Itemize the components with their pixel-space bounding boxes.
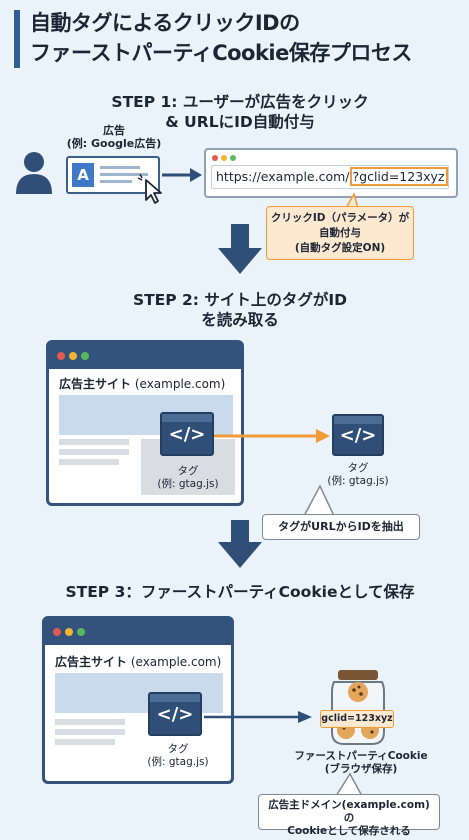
window-maximize-dot [230, 155, 236, 161]
content-line [59, 449, 129, 455]
site-domain: (example.com) [134, 377, 226, 391]
window-minimize-dot [69, 352, 77, 360]
cookie-jar-icon [331, 670, 385, 745]
tag-example: (例: gtag.js) [327, 475, 389, 487]
cookie-label-line-1: ファーストパーティCookie [294, 750, 428, 762]
window-minimize-dot [221, 155, 227, 161]
callout-line-1: クリックID（パラメータ）が [270, 212, 410, 224]
step2-heading: STEP 2: サイト上のタグがID を読み取る [60, 290, 420, 330]
extracting-tag-icon: </> [332, 414, 384, 456]
advertiser-site-window: 広告主サイト (example.com) タグ (例: gtag.js) [46, 340, 244, 506]
window-close-dot [212, 155, 218, 161]
tag-code-symbol: </> [168, 424, 206, 445]
tag-label: タグ [167, 743, 189, 755]
window-maximize-dot [77, 628, 85, 636]
content-line [55, 729, 125, 735]
tag-label: タグ [177, 465, 199, 477]
site-name: 広告主サイト [55, 655, 128, 669]
window-titlebar [45, 619, 231, 645]
remote-tag-caption: タグ (例: gtag.js) [318, 462, 398, 488]
extract-callout: タグがURLからIDを抽出 [262, 514, 420, 540]
url-gclid-param: ?gclid=123xyz [349, 167, 448, 186]
tag-code-icon: </> [160, 412, 214, 456]
step2-heading-line-1: STEP 2: サイト上のタグがID [132, 291, 348, 309]
callout-line-1: 広告主ドメイン(example.com)の [268, 799, 430, 824]
tag-box-header [334, 416, 382, 424]
site-title: 広告主サイト (example.com) [59, 375, 225, 392]
callout-line-2: 自動付与 [319, 227, 361, 239]
arrow-down-icon [218, 224, 262, 274]
tag-example: (例: gtag.js) [157, 478, 219, 490]
step1-heading: STEP 1: ユーザーが広告をクリック & URLにID自動付与 [60, 92, 420, 132]
site-title: 広告主サイト (example.com) [55, 653, 221, 670]
ad-label-line-2: (例: Google広告) [66, 137, 162, 150]
callout-line-3: (自動タグ設定ON) [294, 242, 386, 254]
site-name: 広告主サイト [59, 377, 132, 391]
ad-text-line [100, 166, 140, 169]
tag-box-header [150, 694, 200, 702]
content-line [59, 439, 129, 445]
tag-label: タグ [347, 462, 369, 474]
arrow-right-icon [204, 711, 312, 723]
site-domain: (example.com) [130, 655, 222, 669]
user-icon [16, 152, 52, 194]
cookie-caption: ファーストパーティCookie (ブラウザ保存) [286, 750, 436, 776]
url-bar[interactable]: https://example.com/?gclid=123xyz [211, 165, 449, 189]
cookie-value-label: gclid=123xyz [320, 710, 394, 728]
window-titlebar [49, 343, 241, 369]
tag-example: (例: gtag.js) [147, 756, 209, 768]
step2-heading-line-2: を読み取る [201, 311, 279, 329]
step1-heading-line-2: & URLにID自動付与 [165, 113, 315, 131]
tag-code-symbol: </> [339, 425, 377, 446]
step3-heading: STEP 3：ファーストパーティCookieとして保存 [65, 583, 415, 601]
ad-text-line [100, 180, 132, 183]
tag-caption: タグ (例: gtag.js) [133, 743, 223, 769]
ad-label-line-1: 広告 [103, 124, 125, 137]
ad-letter-icon: A [72, 163, 94, 187]
tag-box-header [162, 414, 212, 422]
step1-heading-line-1: STEP 1: ユーザーが広告をクリック [111, 93, 369, 111]
ad-card[interactable]: A [66, 156, 160, 194]
content-line [55, 739, 115, 745]
url-base: https://example.com/ [216, 169, 350, 184]
title-accent-bar [14, 10, 20, 68]
content-line [55, 719, 125, 725]
tag-caption: タグ (例: gtag.js) [141, 465, 235, 491]
window-close-dot [57, 352, 65, 360]
callout-line-2: Cookieとして保存される [287, 825, 411, 837]
window-maximize-dot [81, 352, 89, 360]
ad-text-line [100, 173, 148, 176]
arrow-down-icon [218, 520, 262, 568]
orange-arrow-icon [214, 429, 330, 443]
window-close-dot [53, 628, 61, 636]
advertiser-site-window: 広告主サイト (example.com) タグ (例: gtag.js) [42, 616, 234, 784]
tag-code-symbol: </> [156, 704, 194, 725]
page-title: 自動タグによるクリックIDの ファーストパーティCookie保存プロセス [30, 8, 412, 68]
ad-label: 広告 (例: Google広告) [60, 124, 168, 150]
cookie-label-line-2: (ブラウザ保存) [324, 763, 398, 775]
arrow-right-icon [162, 168, 202, 182]
gclid-callout: クリックID（パラメータ）が 自動付与 (自動タグ設定ON) [266, 206, 414, 260]
title-line-1: 自動タグによるクリックIDの [30, 11, 300, 35]
window-minimize-dot [65, 628, 73, 636]
browser-window: https://example.com/?gclid=123xyz [204, 148, 458, 198]
title-line-2: ファーストパーティCookie保存プロセス [30, 41, 412, 65]
content-line [59, 459, 119, 465]
storage-callout: 広告主ドメイン(example.com)の Cookieとして保存される [258, 794, 440, 837]
tag-code-icon: </> [148, 692, 202, 736]
cursor-icon [137, 174, 162, 204]
